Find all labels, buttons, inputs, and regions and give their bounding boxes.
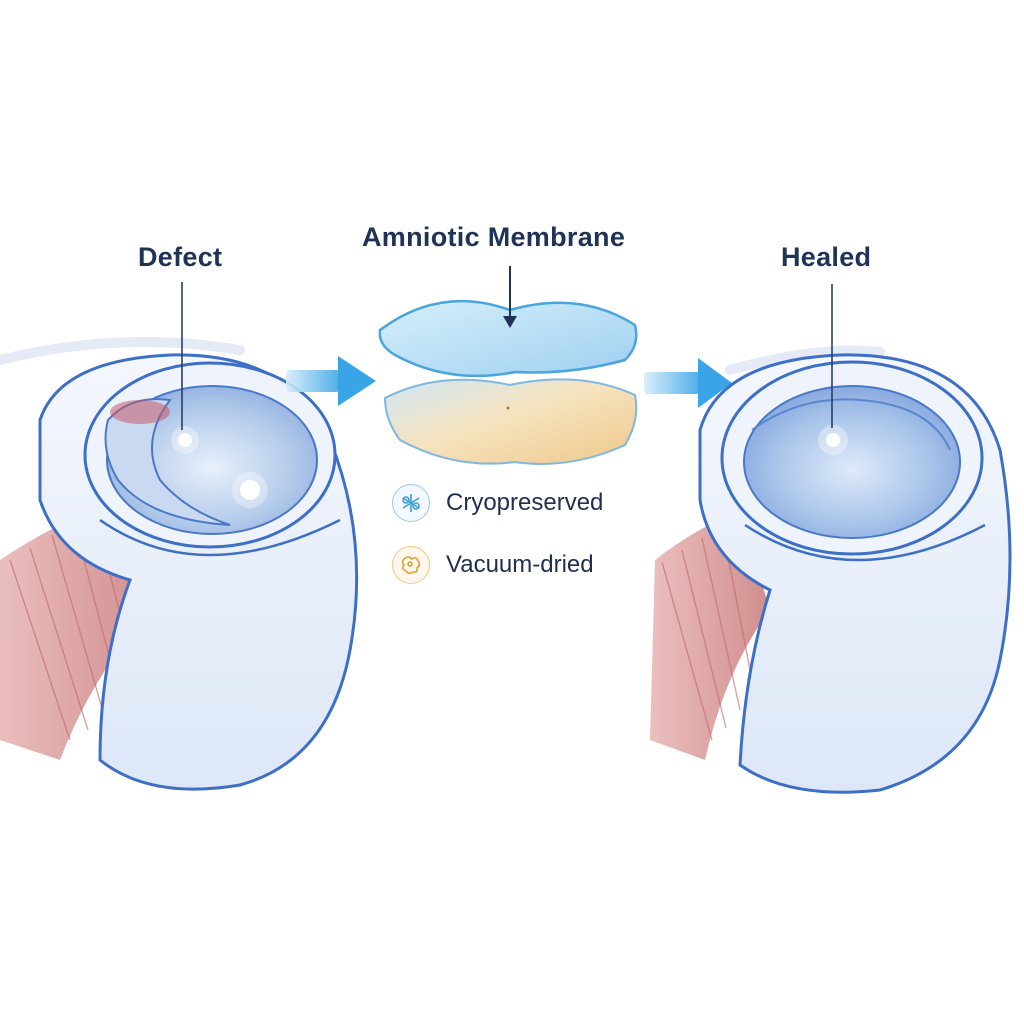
amniotic-membrane-layers: [378, 299, 638, 465]
arrow-right-icon: [644, 358, 732, 408]
defect-eye: [0, 337, 359, 791]
arrow-right-icon: [286, 356, 376, 406]
dried-cluster-icon: [392, 546, 430, 584]
snowflake-cluster-icon: [392, 484, 430, 522]
membrane-pointer-arrow: [503, 266, 517, 328]
membrane-label: Amniotic Membrane: [362, 222, 626, 252]
legend-vacuum-dried-label: Vacuum-dried: [446, 551, 594, 578]
defect-label: Defect: [138, 242, 223, 272]
legend-cryopreserved-label: Cryopreserved: [446, 489, 604, 516]
healed-label: Healed: [781, 242, 872, 272]
healed-eye: [650, 345, 1012, 794]
